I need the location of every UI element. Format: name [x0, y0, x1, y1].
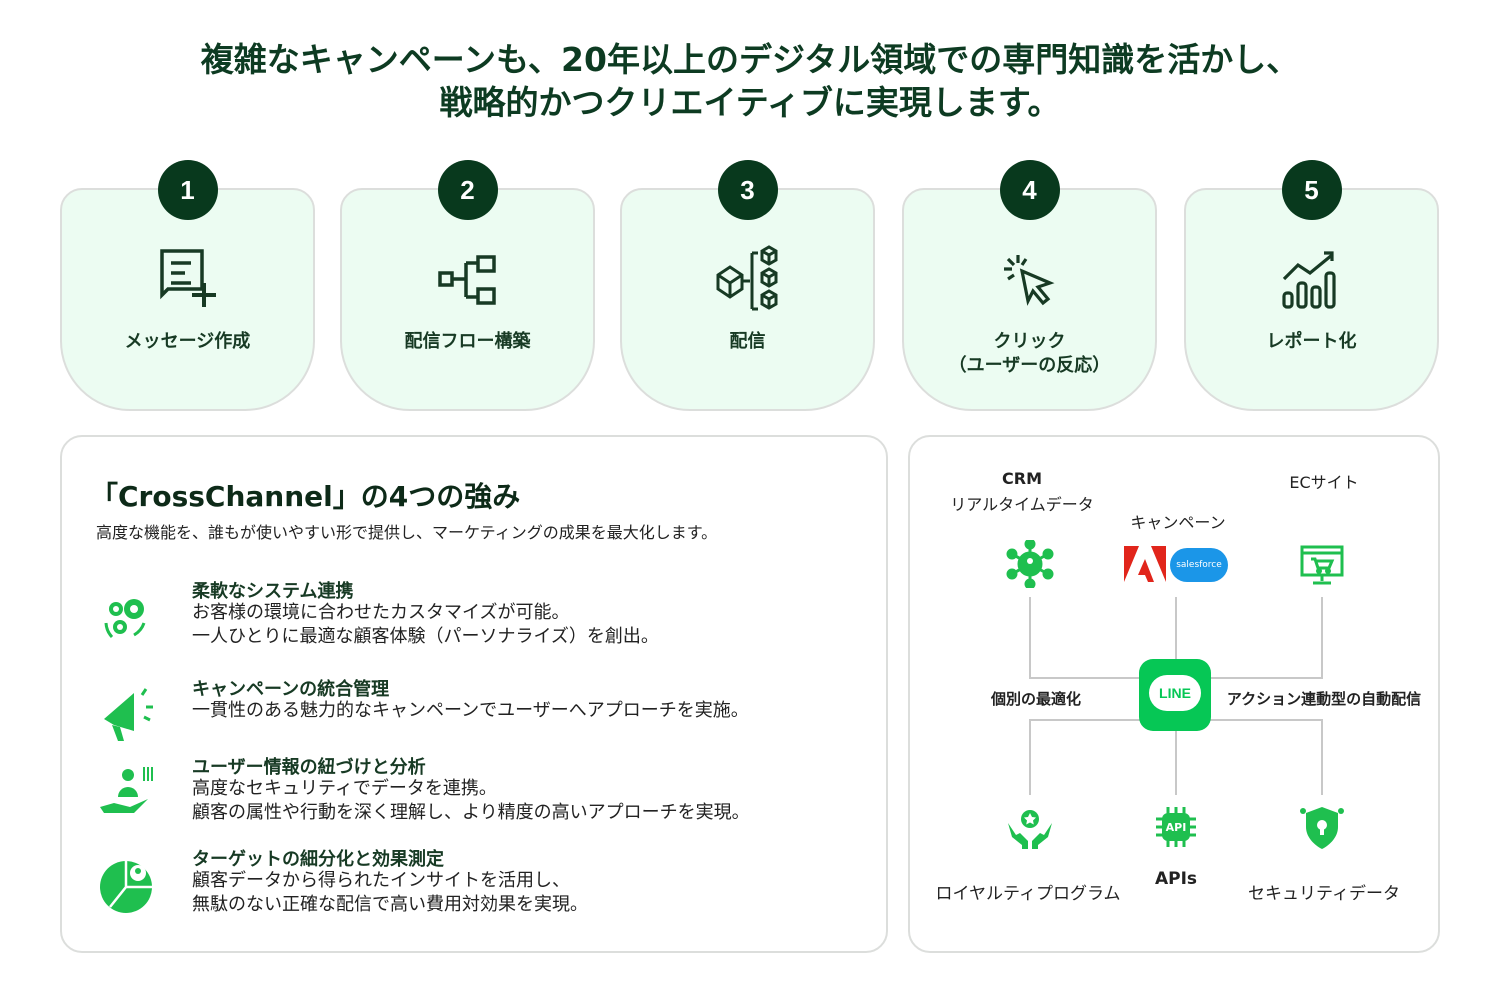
- connector-line: [1321, 719, 1323, 795]
- auto-delivery-label: アクション連動型の自動配信: [1226, 690, 1422, 708]
- step-label: クリック （ユーザーの反応）: [904, 330, 1155, 378]
- strength-desc: お客様の環境に合わせたカスタマイズが可能。一人ひとりに最適な顧客体験（パーソナラ…: [192, 601, 659, 649]
- integration-diagram: CRM リアルタイムデータ ECサイト キャンペーン salesforce LI…: [908, 435, 1440, 953]
- line-bubble: LINE: [1149, 675, 1201, 711]
- step-card-5: 5 レポート化: [1184, 160, 1439, 411]
- strength-title: キャンペーンの統合管理: [192, 679, 390, 700]
- user-hand-icon: [100, 767, 153, 813]
- step-card-2: 2 配信フロー構築: [340, 160, 595, 411]
- desc-line: 顧客の属性や行動を深く理解し、より精度の高いアプローチを実現。: [192, 802, 750, 823]
- chart-report-icon: [1281, 251, 1336, 309]
- security-shield-icon: [1300, 807, 1344, 849]
- personalization-label: 個別の最適化: [990, 690, 1082, 708]
- strengths-heading: 「CrossChannel」の4つの強み: [90, 480, 521, 513]
- connector-line: [1321, 597, 1323, 679]
- strengths-panel: 「CrossChannel」の4つの強み 高度な機能を、誰もが使いやすい形で提供…: [60, 435, 888, 953]
- line-logo: LINE: [1139, 659, 1211, 731]
- step-label: 配信: [729, 331, 766, 352]
- desc-line: 顧客データから得られたインサイトを活用し、: [192, 870, 570, 891]
- strength-desc: 高度なセキュリティでデータを連携。顧客の属性や行動を深く理解し、より精度の高いア…: [192, 777, 750, 825]
- crm-sub-label: リアルタイムデータ: [950, 495, 1094, 514]
- step-label: レポート化: [1266, 331, 1357, 352]
- api-chip-label: API: [1166, 821, 1187, 834]
- step-card-1: 1 メッセージ作成: [60, 160, 315, 411]
- step-label: メッセージ作成: [124, 331, 251, 352]
- api-chip-icon: API: [1156, 807, 1196, 847]
- message-add-icon: [159, 249, 216, 307]
- connector-line: [1029, 597, 1031, 679]
- strength-title: 柔軟なシステム連携: [192, 581, 354, 602]
- desc-line: 一人ひとりに最適な顧客体験（パーソナライズ）を創出。: [192, 626, 659, 647]
- step-number: 4: [999, 160, 1060, 220]
- gears-icon: [104, 599, 146, 639]
- desc-line: 高度なセキュリティでデータを連携。: [192, 778, 497, 799]
- step-card-3: 3 配信: [620, 160, 875, 411]
- step-card-4: 4 クリック （ユーザーの反応）: [902, 160, 1157, 411]
- desc-line: 無駄のない正確な配信で高い費用対効果を実現。: [192, 894, 588, 915]
- adobe-logo-icon: [1124, 546, 1166, 582]
- headline-line-2: 戦略的かつクリエイティブに実現します。: [439, 83, 1061, 122]
- megaphone-icon: [104, 688, 153, 741]
- step-number: 2: [437, 160, 498, 220]
- step-number: 1: [157, 160, 218, 220]
- step-label: 配信フロー構築: [404, 331, 531, 352]
- connector-line: [1029, 719, 1031, 795]
- apis-label: APIs: [1154, 869, 1198, 889]
- strength-title: ターゲットの細分化と効果測定: [192, 849, 444, 870]
- strengths-subtitle: 高度な機能を、誰もが使いやすい形で提供し、マーケティングの成果を最大化します。: [96, 523, 718, 542]
- loyalty-label: ロイヤルティプログラム: [935, 884, 1121, 904]
- strength-desc: 一貫性のある魅力的なキャンペーンでユーザーへアプローチを実施。: [192, 699, 749, 723]
- security-label: セキュリティデータ: [1248, 884, 1400, 904]
- headline-line-1: 複雑なキャンペーンも、20年以上のデジタル領域での専門知識を活かし、: [200, 40, 1300, 79]
- ec-site-icon: [1300, 545, 1344, 585]
- cursor-click-icon: [1003, 255, 1054, 306]
- desc-line: お客様の環境に合わせたカスタマイズが可能。: [192, 602, 570, 623]
- crm-label: CRM: [1002, 469, 1042, 488]
- step-label-line-1: クリック: [993, 331, 1066, 352]
- pie-user-icon: [100, 861, 152, 913]
- campaign-logos: salesforce: [1124, 544, 1228, 584]
- distribution-cubes-icon: [716, 245, 777, 311]
- strength-title: ユーザー情報の紐づけと分析: [192, 757, 426, 778]
- campaign-label: キャンペーン: [1130, 513, 1226, 532]
- step-label-line-2: （ユーザーの反応）: [948, 355, 1111, 376]
- salesforce-logo: salesforce: [1170, 548, 1228, 582]
- desc-line: 一貫性のある魅力的なキャンペーンでユーザーへアプローチを実施。: [192, 700, 749, 721]
- ec-label: ECサイト: [1289, 473, 1359, 492]
- loyalty-hands-icon: [1008, 810, 1052, 849]
- flow-icon: [437, 255, 496, 305]
- step-number: 3: [717, 160, 778, 220]
- step-number: 5: [1281, 160, 1342, 220]
- crm-network-icon: [1006, 540, 1054, 588]
- strength-desc: 顧客データから得られたインサイトを活用し、無駄のない正確な配信で高い費用対効果を…: [192, 869, 588, 917]
